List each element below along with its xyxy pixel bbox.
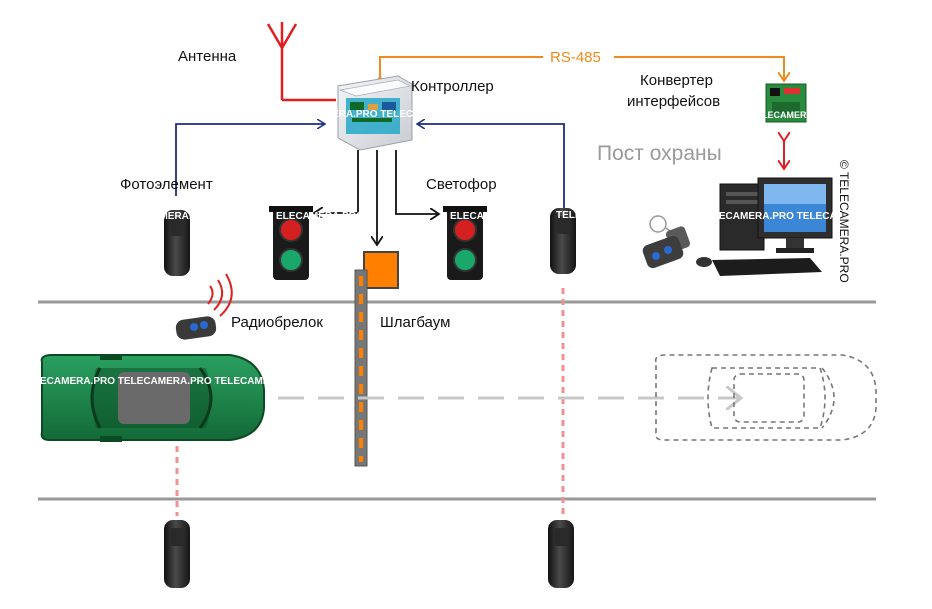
photocell-right-watermark: TELECAMERA.PRO	[556, 210, 650, 221]
traffic-left-watermark: ELECAMERA.PRO	[276, 211, 364, 222]
radio-remote-icon	[175, 273, 233, 340]
traffic-right-watermark: ELECAMERA.PRO	[450, 211, 538, 222]
converter-device: LECAMERA.PR	[762, 83, 829, 123]
traffic-light-right: ELECAMERA.PRO	[443, 206, 538, 280]
car-ghost	[654, 354, 877, 441]
ir-beams	[175, 288, 565, 516]
controller-device: ERA.PRO TELECA	[332, 75, 420, 151]
photocell-left-top: CAMERA.PRO	[145, 210, 214, 276]
barrier-gate	[354, 251, 399, 467]
road	[38, 300, 876, 501]
computer-icon: TELECAMERA.PRO TELECAMERA.PRO	[696, 177, 891, 276]
keyfob-icon	[642, 215, 691, 269]
photocell-left-bottom	[164, 520, 190, 588]
photocell-label: Фотоэлемент	[120, 176, 213, 193]
rs485-link	[380, 56, 784, 80]
photocell-left-watermark: CAMERA.PRO	[145, 211, 214, 222]
antenna-icon	[266, 22, 336, 102]
traffic-light-label: Светофор	[426, 176, 497, 193]
traffic-light-left: ELECAMERA.PRO	[269, 206, 364, 280]
photocell-right-bottom	[548, 520, 574, 588]
controller-watermark: ERA.PRO TELECA	[332, 109, 420, 120]
photocell-right-top: TELECAMERA.PRO	[550, 208, 650, 274]
converter-label-line1: Конвертер	[640, 72, 713, 89]
copyright-label: © TELECAMERA.PRO	[837, 160, 851, 283]
photocell-signal-lines	[175, 124, 565, 208]
converter-watermark: LECAMERA.PR	[762, 110, 829, 120]
barrier-label: Шлагбаум	[380, 314, 450, 331]
guard-post-label: Пост охраны	[597, 142, 722, 165]
car-watermark: ECAMERA.PRO TELECAMERA.PRO TELECAMERA.PR…	[40, 376, 309, 387]
car-green: ECAMERA.PRO TELECAMERA.PRO TELECAMERA.PR…	[40, 354, 309, 442]
antenna-label: Антенна	[178, 48, 237, 65]
remote-label: Радиобрелок	[231, 314, 323, 331]
converter-label-line2: интерфейсов	[627, 93, 720, 110]
controller-label: Контроллер	[411, 78, 494, 95]
controller-output-lines	[315, 150, 438, 244]
rs485-label: RS-485	[550, 49, 601, 66]
computer-watermark: TELECAMERA.PRO TELECAMERA.PRO	[700, 211, 891, 222]
